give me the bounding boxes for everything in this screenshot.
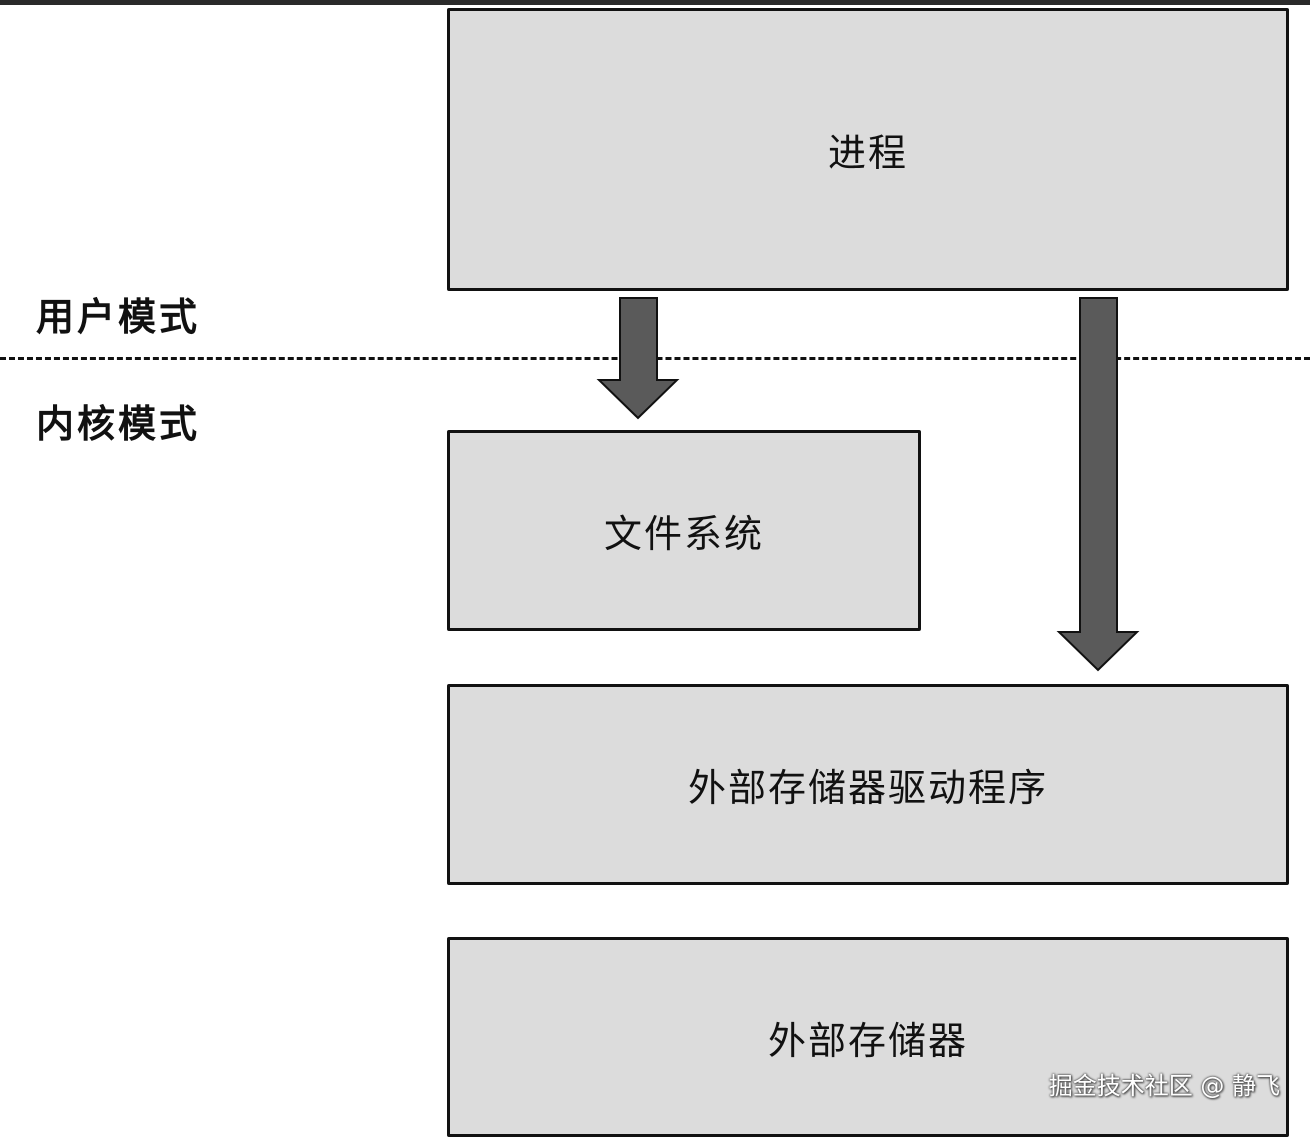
file-system-box: 文件系统: [447, 430, 921, 631]
process-box: 进程: [447, 8, 1289, 291]
user-mode-label: 用户模式: [36, 295, 201, 339]
storage-driver-label: 外部存储器驱动程序: [687, 766, 1048, 810]
arrow-process-to-filesystem: [596, 297, 680, 420]
external-storage-label: 外部存储器: [767, 1019, 968, 1063]
top-border: [0, 0, 1310, 5]
external-storage-box: 外部存储器: [447, 937, 1289, 1137]
process-label: 进程: [827, 131, 908, 175]
file-system-label: 文件系统: [603, 512, 764, 556]
watermark: 掘金技术社区 @ 静飞: [1048, 1072, 1280, 1100]
arrow-process-to-driver: [1056, 297, 1140, 672]
storage-driver-box: 外部存储器驱动程序: [447, 684, 1289, 885]
kernel-mode-label: 内核模式: [36, 402, 201, 446]
